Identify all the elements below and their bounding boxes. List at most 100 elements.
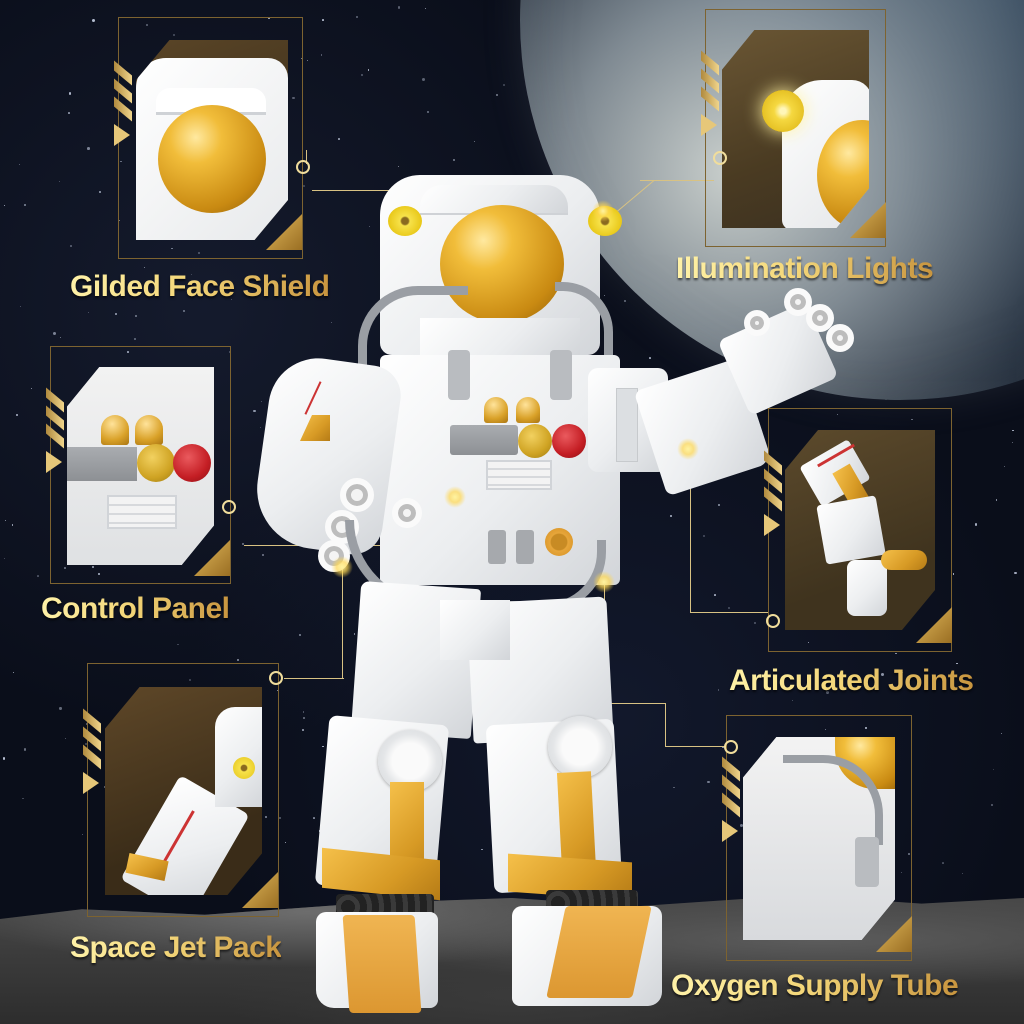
star [189, 679, 192, 682]
star [64, 567, 67, 570]
panel-icon [67, 447, 137, 481]
star [481, 848, 483, 851]
star [791, 699, 793, 701]
star [182, 309, 185, 312]
star [114, 312, 117, 315]
star [171, 248, 173, 250]
feature-label: Oxygen Supply Tube [671, 969, 959, 1002]
star [30, 388, 32, 390]
star [198, 252, 201, 255]
right-hand-finger [806, 304, 834, 332]
star [278, 816, 281, 819]
star [623, 300, 626, 303]
stripe-accent-icon [764, 450, 782, 536]
star [824, 728, 826, 730]
connector-line [306, 150, 307, 164]
star [754, 622, 757, 625]
connector-node-icon [296, 160, 310, 174]
star [974, 523, 978, 526]
visor-icon [158, 105, 266, 213]
star [322, 19, 325, 22]
stripe-accent-icon [114, 60, 132, 146]
stripe-accent-icon [722, 756, 740, 842]
star [68, 92, 72, 95]
star [717, 689, 720, 691]
connector-line [604, 703, 666, 704]
star [87, 311, 90, 314]
star [134, 315, 137, 318]
star [717, 503, 721, 507]
star [331, 321, 333, 323]
star [20, 305, 22, 308]
knee-pad-left [378, 730, 442, 792]
star [961, 872, 963, 874]
star [13, 671, 15, 673]
star [91, 565, 94, 568]
star [11, 524, 14, 526]
stripe-accent-icon [701, 50, 719, 136]
star [18, 164, 20, 166]
hose-icon [783, 755, 883, 845]
star [259, 426, 261, 428]
star [115, 295, 117, 297]
jet-pack-photo [105, 687, 262, 895]
connector-glow [677, 438, 699, 460]
star [126, 351, 129, 353]
connector-line [690, 450, 691, 613]
feature-label: Illumination Lights [676, 252, 934, 285]
star [118, 219, 120, 222]
connector-node-icon [222, 500, 236, 514]
star [1011, 441, 1013, 443]
connector-line [665, 746, 725, 747]
right-hand-thumb [744, 310, 770, 336]
star [427, 111, 429, 113]
connector-node-icon [713, 151, 727, 165]
star [361, 73, 364, 76]
star [1004, 466, 1006, 468]
star [84, 743, 88, 746]
illumination-photo [722, 30, 869, 228]
star [103, 786, 105, 788]
star [338, 138, 340, 140]
star [143, 267, 145, 269]
star [452, 159, 455, 162]
star [21, 797, 24, 800]
oxygen-tube-photo [743, 737, 895, 940]
star [302, 717, 305, 720]
right-hand-finger [784, 288, 812, 316]
star [321, 54, 323, 56]
star [495, 93, 499, 96]
stripe-accent-icon [83, 708, 101, 794]
hose-valve [516, 530, 534, 564]
star [353, 633, 355, 635]
star [3, 204, 6, 207]
star [3, 757, 6, 760]
stripe-accent-icon [46, 387, 64, 473]
chest-vent [486, 460, 552, 490]
star [59, 336, 61, 338]
star [727, 606, 730, 609]
star [992, 769, 994, 771]
star [172, 33, 175, 36]
connector-node-icon [269, 671, 283, 685]
star [81, 833, 83, 836]
star [253, 410, 256, 413]
star [603, 295, 605, 297]
star [1012, 430, 1014, 432]
star [368, 69, 370, 71]
star [881, 672, 885, 677]
star [421, 77, 426, 81]
star [322, 745, 324, 748]
connector-line [690, 612, 768, 613]
left-hand-finger [340, 478, 374, 512]
star [3, 557, 6, 560]
star [87, 146, 90, 150]
star [910, 418, 913, 421]
connector-line [312, 190, 412, 191]
star [241, 542, 245, 546]
face-shield-photo [136, 40, 288, 240]
star [299, 634, 302, 637]
star [176, 643, 179, 646]
crotch [440, 600, 510, 660]
